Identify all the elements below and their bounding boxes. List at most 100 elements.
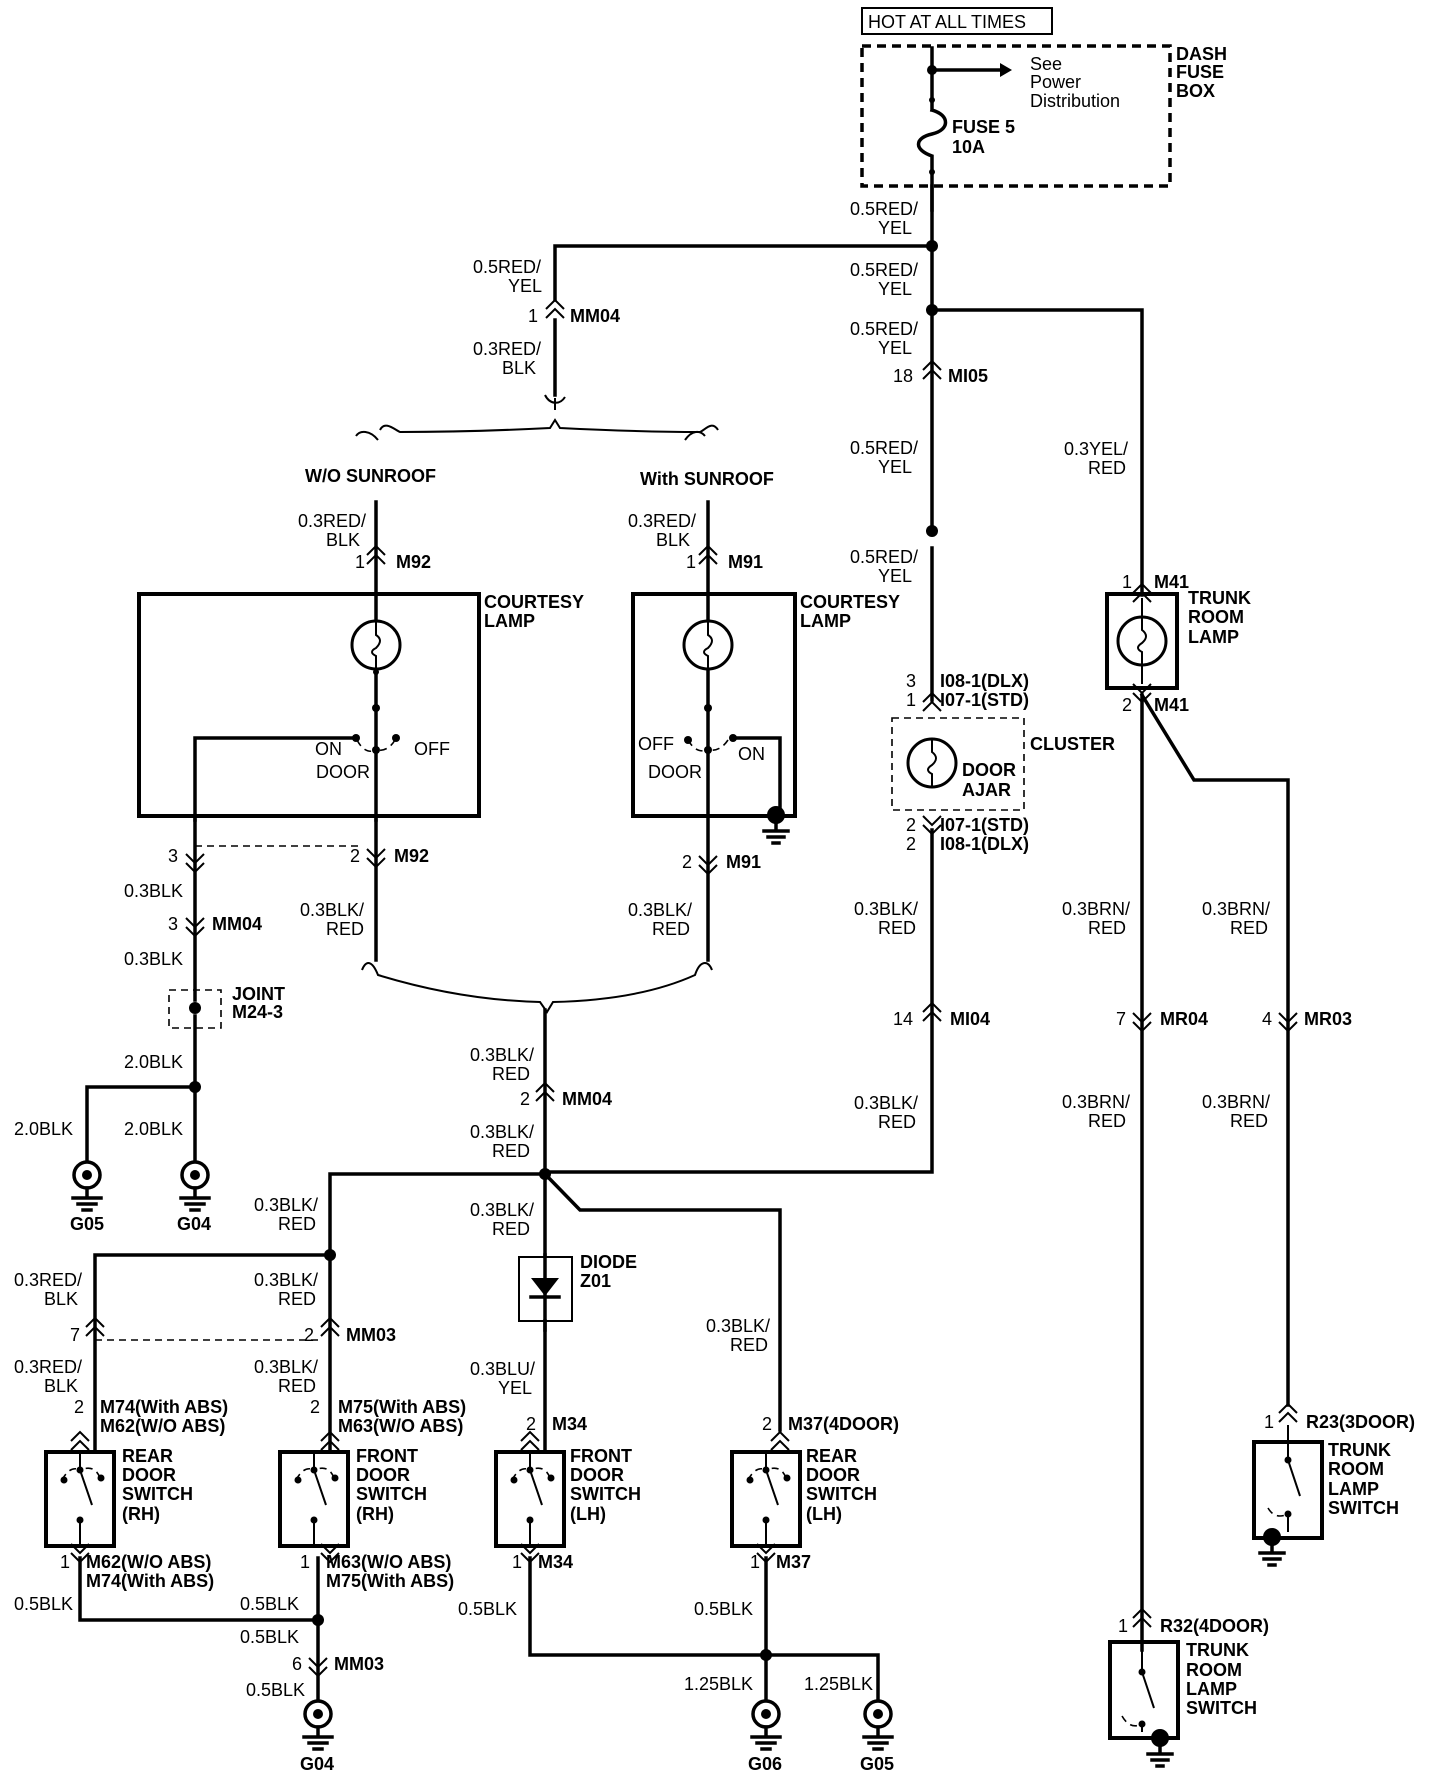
cluster-door-ajar: 3 1 I08-1(DLX) I07-1(STD) CLUSTER DOOR A…: [543, 671, 1115, 1174]
wire-label: 0.3BLK/: [470, 1045, 534, 1065]
wire-label: YEL: [508, 276, 542, 296]
connector-mr04: MR04: [1160, 1009, 1208, 1029]
switch-label: DOOR: [806, 1465, 860, 1485]
wire-label: BLK: [502, 358, 536, 378]
ground-label: G05: [860, 1754, 894, 1774]
trunk-lamp-switch-4door: 1 R32(4DOOR) TRUNK ROOM LAMP SWITCH: [1108, 1608, 1269, 1768]
pin-label: 1: [300, 1552, 310, 1572]
ground-label: G04: [177, 1214, 211, 1234]
switch-label: (RH): [122, 1504, 160, 1524]
pin-label: 2: [906, 815, 916, 835]
wire-label: 1.25BLK: [804, 1674, 873, 1694]
pin-label: 14: [893, 1009, 913, 1029]
connector-m75: M75(With ABS): [326, 1571, 454, 1591]
on-label: ON: [738, 744, 765, 764]
wire-label: RED: [492, 1141, 530, 1161]
trunk-room-lamp-switch-label-4: SWITCH: [1186, 1698, 1257, 1718]
wire-label: 2.0BLK: [124, 1119, 183, 1139]
courtesy-lamp-with-sunroof: With SUNROOF 0.3RED/ BLK 1 M91 COURTESY …: [628, 469, 900, 962]
wire-label: 0.5BLK: [240, 1627, 299, 1647]
switch-label: FRONT: [570, 1446, 632, 1466]
pin-label: 3: [168, 846, 178, 866]
wire-label: YEL: [878, 218, 912, 238]
pin-label: 2: [906, 834, 916, 854]
pin-label: 1: [1122, 572, 1132, 592]
connector-r23: R23(3DOOR): [1306, 1412, 1415, 1432]
wire-label: 0.3BLK/: [706, 1316, 770, 1336]
trunk-room-lamp-switch-label-2: ROOM: [1328, 1459, 1384, 1479]
ground-label: G06: [748, 1754, 782, 1774]
pin-label: 4: [1262, 1009, 1272, 1029]
off-label: OFF: [414, 739, 450, 759]
wire-label: YEL: [878, 457, 912, 477]
pin-label: 7: [70, 1325, 80, 1345]
pin-label: 3: [906, 671, 916, 691]
wire-label: 0.3BLK/: [300, 900, 364, 920]
switch-label: REAR: [122, 1446, 173, 1466]
wire-label: BLK: [44, 1376, 78, 1396]
trunk-room-lamp-switch-label-3: LAMP: [1328, 1479, 1379, 1499]
connector-mm04: MM04: [562, 1089, 612, 1109]
wire-label: YEL: [878, 279, 912, 299]
connector-m75: M75(With ABS): [338, 1397, 466, 1417]
wire-label: 0.3YEL/: [1064, 439, 1128, 459]
rear-door-switch-rh: 2 M74(With ABS) M62(W/O ABS) REAR DOOR S…: [44, 1397, 320, 1622]
diode-z01: Z01: [580, 1271, 611, 1291]
wire-label: RED: [878, 918, 916, 938]
wire-label: 0.5BLK: [458, 1599, 517, 1619]
pin-label: 1: [355, 552, 365, 572]
rear-door-switch-lh: 2 M37(4DOOR) REAR DOOR SWITCH (LH) 1 M37…: [684, 1414, 899, 1774]
fuse-5-label: FUSE 5: [952, 117, 1015, 137]
courtesy-lamp-label: COURTESY: [800, 592, 900, 612]
dash-fuse-box-label: DASH: [1176, 44, 1227, 64]
connector-m63: M63(W/O ABS): [326, 1552, 451, 1572]
wire-label: 0.3BLK/: [254, 1357, 318, 1377]
connector-m92: M92: [396, 552, 431, 572]
pin-label: 1: [1118, 1616, 1128, 1636]
connector-i08-dlx: I08-1(DLX): [940, 671, 1029, 691]
connector-m62: M62(W/O ABS): [86, 1552, 211, 1572]
switch-label: (LH): [570, 1504, 606, 1524]
wire-label: 0.3BRN/: [1062, 1092, 1130, 1112]
wire-label: 0.5RED/: [850, 547, 918, 567]
wire-label: 0.5BLK: [14, 1594, 73, 1614]
courtesy-lamp-label: COURTESY: [484, 592, 584, 612]
connector-i08-dlx: I08-1(DLX): [940, 834, 1029, 854]
trunk-lamp-switch-3door: 1 R23(3DOOR) TRUNK ROOM LAMP SWITCH: [1252, 1403, 1415, 1567]
wire-label: 0.3RED/: [298, 511, 366, 531]
courtesy-lamp-wo-sunroof: W/O SUNROOF 0.3RED/ BLK 1 M92 COURTESY L…: [137, 466, 584, 822]
connector-mm04: MM04: [570, 306, 620, 326]
connector-m41: M41: [1154, 695, 1189, 715]
ground-g05: [862, 1699, 894, 1751]
wire-label: 0.5RED/: [850, 319, 918, 339]
connector-i07-std: I07-1(STD): [940, 815, 1029, 835]
see-label: See: [1030, 54, 1062, 74]
dash-fuse-box-label-3: BOX: [1176, 81, 1215, 101]
connector-mm04: MM04: [212, 914, 262, 934]
wire-label: YEL: [498, 1378, 532, 1398]
with-sunroof-label: With SUNROOF: [640, 469, 774, 489]
switch-label: SWITCH: [570, 1484, 641, 1504]
pin-label: 6: [292, 1654, 302, 1674]
trunk-room-lamp-label: TRUNK: [1188, 588, 1251, 608]
pin-label: 1: [750, 1552, 760, 1572]
door-label: DOOR: [316, 762, 370, 782]
wire-label: 0.3BLK/: [854, 1093, 918, 1113]
connector-m37: M37: [776, 1552, 811, 1572]
joint-label: JOINT: [232, 984, 285, 1004]
connector-m34: M34: [552, 1414, 587, 1434]
wo-sunroof-outputs: 2 M92 0.3BLK/ RED 3 0.3BLK 3 MM04 0.3BLK…: [14, 818, 713, 1234]
trunk-room-lamp-switch-label: TRUNK: [1186, 1640, 1249, 1660]
connector-m41: M41: [1154, 572, 1189, 592]
ground-g05: [71, 1160, 103, 1212]
connector-m91: M91: [728, 552, 763, 572]
wire-label: 0.3BLK/: [254, 1195, 318, 1215]
switch-label: FRONT: [356, 1446, 418, 1466]
connector-m91: M91: [726, 852, 761, 872]
courtesy-lamp-label-2: LAMP: [484, 611, 535, 631]
front-door-switch-lh: 2 M34 FRONT DOOR SWITCH (LH) 1 M34 0.5BL…: [458, 1414, 880, 1702]
wire-label: BLK: [656, 530, 690, 550]
wire-label: 0.3RED/: [14, 1270, 82, 1290]
switch-label: SWITCH: [356, 1484, 427, 1504]
